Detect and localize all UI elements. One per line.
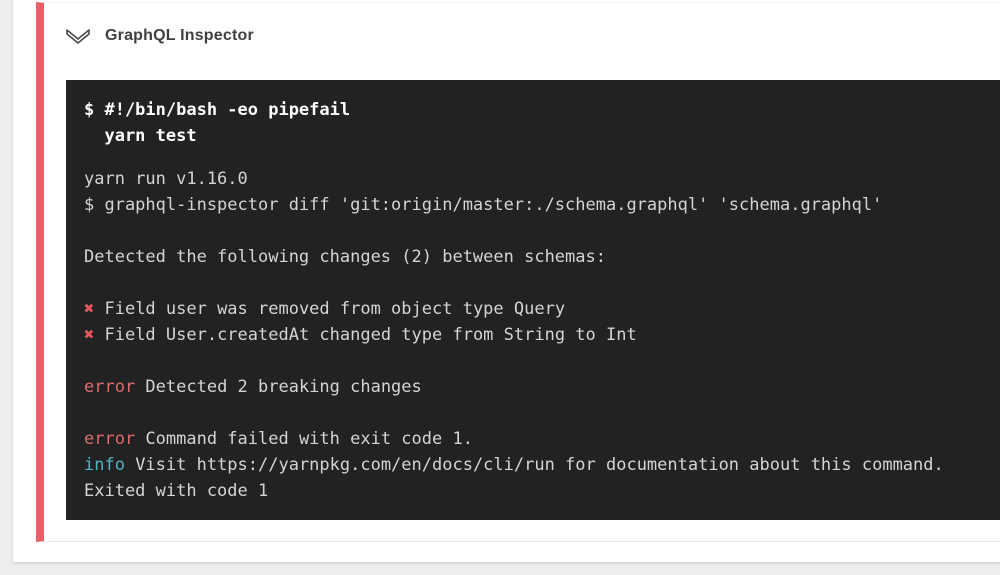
breaking-change-x-icon: ✖ bbox=[84, 299, 95, 319]
terminal-line: ✖ Field user was removed from object typ… bbox=[84, 296, 1000, 322]
output-text: Detected the following changes (2) betwe… bbox=[84, 247, 606, 267]
output-text: yarn run v1.16.0 bbox=[84, 169, 248, 189]
step-header[interactable]: GraphQL Inspector bbox=[44, 3, 1000, 47]
error-label: error bbox=[84, 377, 136, 397]
terminal-line: yarn run v1.16.0 bbox=[84, 166, 1000, 192]
output-text: Exited with code 1 bbox=[84, 481, 269, 501]
output-text: Detected 2 breaking changes bbox=[135, 377, 422, 397]
terminal-line bbox=[84, 270, 1000, 296]
chevron-down-icon[interactable] bbox=[65, 25, 91, 47]
terminal-line: info Visit https://yarnpkg.com/en/docs/c… bbox=[84, 452, 1000, 478]
terminal-line bbox=[84, 218, 1000, 244]
command-text: yarn test bbox=[84, 126, 197, 146]
terminal-line: Exited with code 1 bbox=[84, 478, 1000, 504]
terminal-spacer bbox=[84, 149, 1000, 166]
terminal-line: error Command failed with exit code 1. bbox=[84, 426, 1000, 452]
terminal-line: yarn test bbox=[84, 123, 1000, 149]
terminal-line: ✖ Field User.createdAt changed type from… bbox=[84, 322, 1000, 348]
terminal-output: $ #!/bin/bash -eo pipefail yarn test yarn… bbox=[66, 80, 1000, 520]
info-label: info bbox=[84, 455, 125, 475]
command-text: $ #!/bin/bash -eo pipefail bbox=[84, 100, 351, 120]
build-card: GraphQL Inspector $ #!/bin/bash -eo pipe… bbox=[13, 0, 1000, 562]
breaking-change-x-icon: ✖ bbox=[84, 325, 95, 345]
output-text: Command failed with exit code 1. bbox=[135, 429, 473, 449]
output-text: Field user was removed from object type … bbox=[94, 299, 566, 319]
terminal-line: $ graphql-inspector diff 'git:origin/mas… bbox=[84, 192, 1000, 218]
output-text: Field User.createdAt changed type from S… bbox=[94, 325, 637, 345]
terminal-line: $ #!/bin/bash -eo pipefail bbox=[84, 97, 1000, 123]
terminal-line bbox=[84, 348, 1000, 374]
output-text: $ graphql-inspector diff 'git:origin/mas… bbox=[84, 195, 883, 215]
failed-step-section: GraphQL Inspector $ #!/bin/bash -eo pipe… bbox=[36, 2, 1000, 542]
error-label: error bbox=[84, 429, 136, 449]
output-text: Visit https://yarnpkg.com/en/docs/cli/ru… bbox=[124, 455, 944, 475]
terminal-line: Detected the following changes (2) betwe… bbox=[84, 244, 1000, 270]
terminal-line: error Detected 2 breaking changes bbox=[84, 374, 1000, 400]
terminal-line bbox=[84, 400, 1000, 426]
step-title: GraphQL Inspector bbox=[105, 27, 254, 44]
